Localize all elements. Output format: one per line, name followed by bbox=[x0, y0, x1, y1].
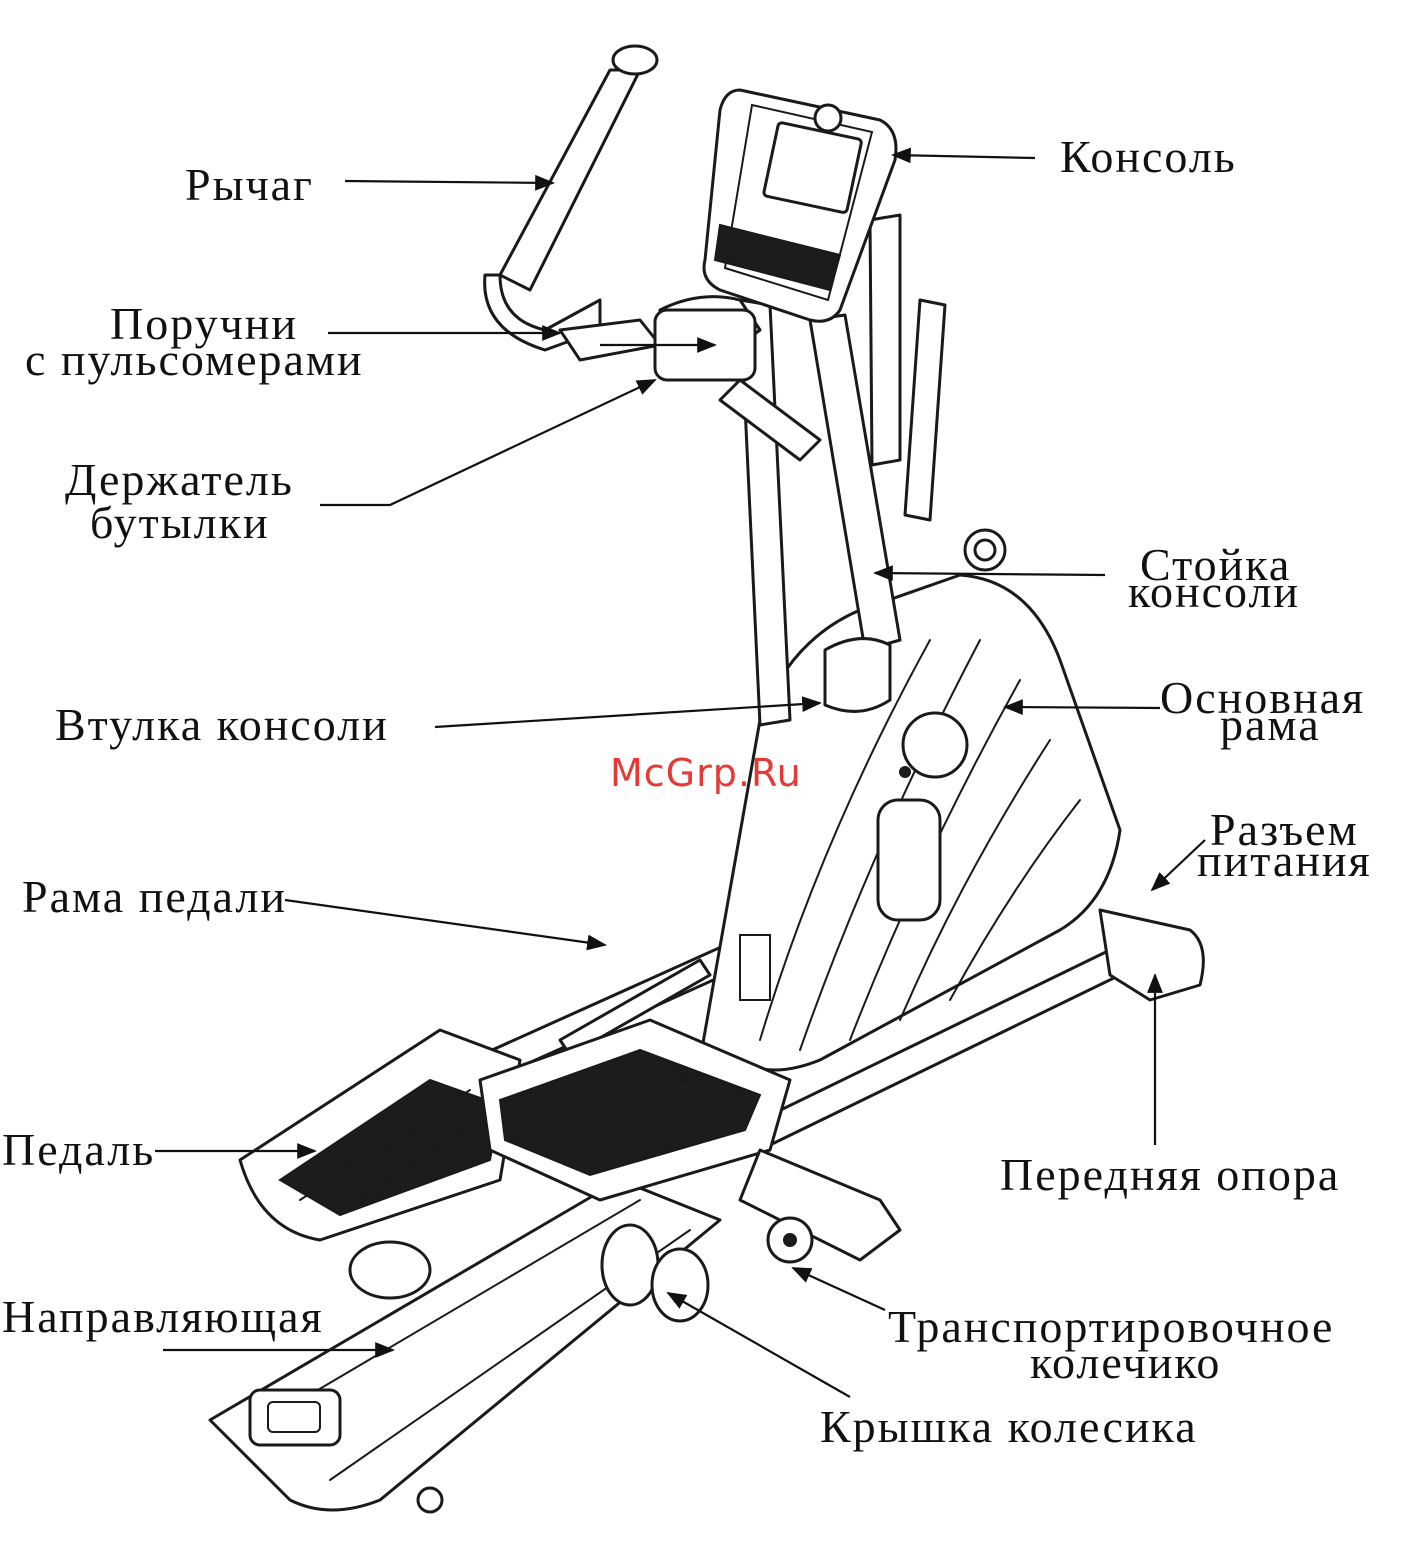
watermark: McGrp.Ru bbox=[610, 751, 802, 795]
label-front-support: Передняя опора bbox=[1000, 1149, 1340, 1200]
label-handrails-line2: с пульсомерами bbox=[25, 334, 364, 385]
label-main-frame-line2: рама bbox=[1220, 699, 1321, 750]
leader-pedal-frame bbox=[285, 900, 605, 945]
label-rail: Направляющая bbox=[2, 1291, 324, 1342]
label-console-bushing: Втулка консоли bbox=[55, 699, 389, 750]
label-lever: Рычаг bbox=[185, 159, 314, 210]
leader-console-mast bbox=[875, 573, 1105, 575]
label-console-mast-line2: консоли bbox=[1128, 566, 1300, 617]
leader-wheel-cover bbox=[668, 1293, 850, 1397]
label-transport-wheel-line2: колечико bbox=[1030, 1337, 1221, 1388]
label-pedal-frame: Рама педали bbox=[22, 871, 287, 922]
label-bottle-holder-line2: бутылки bbox=[90, 497, 270, 548]
leader-transport-wheel bbox=[793, 1268, 885, 1310]
console-shape bbox=[704, 90, 896, 321]
label-console: Консоль bbox=[1060, 131, 1237, 182]
leader-console bbox=[893, 155, 1035, 158]
label-power-socket-line2: питания bbox=[1197, 835, 1372, 886]
label-pedal: Педаль bbox=[2, 1124, 155, 1175]
leader-main-frame bbox=[1005, 707, 1160, 708]
leader-lever bbox=[345, 181, 553, 183]
leader-bottle-holder bbox=[320, 380, 655, 505]
label-wheel-cover: Крышка колесика bbox=[820, 1401, 1198, 1452]
